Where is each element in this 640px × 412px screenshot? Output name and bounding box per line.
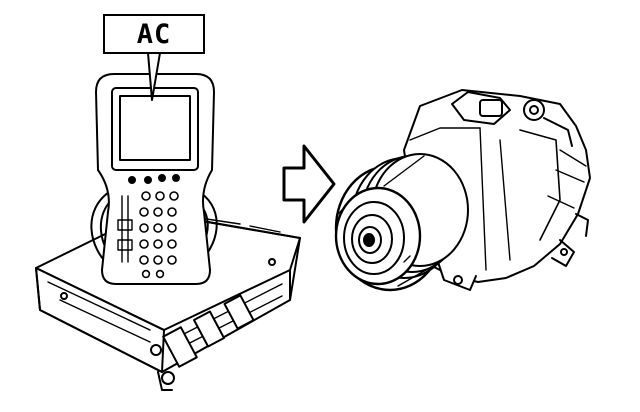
ac-compressor-icon: [334, 89, 591, 292]
callout-leader-icon: [147, 52, 161, 101]
callout-label-ac: AC: [103, 14, 205, 54]
right-arrow-icon: [282, 144, 336, 224]
handheld-diagnostic-tester-icon: [95, 73, 215, 285]
control-module-icon: [35, 211, 301, 391]
